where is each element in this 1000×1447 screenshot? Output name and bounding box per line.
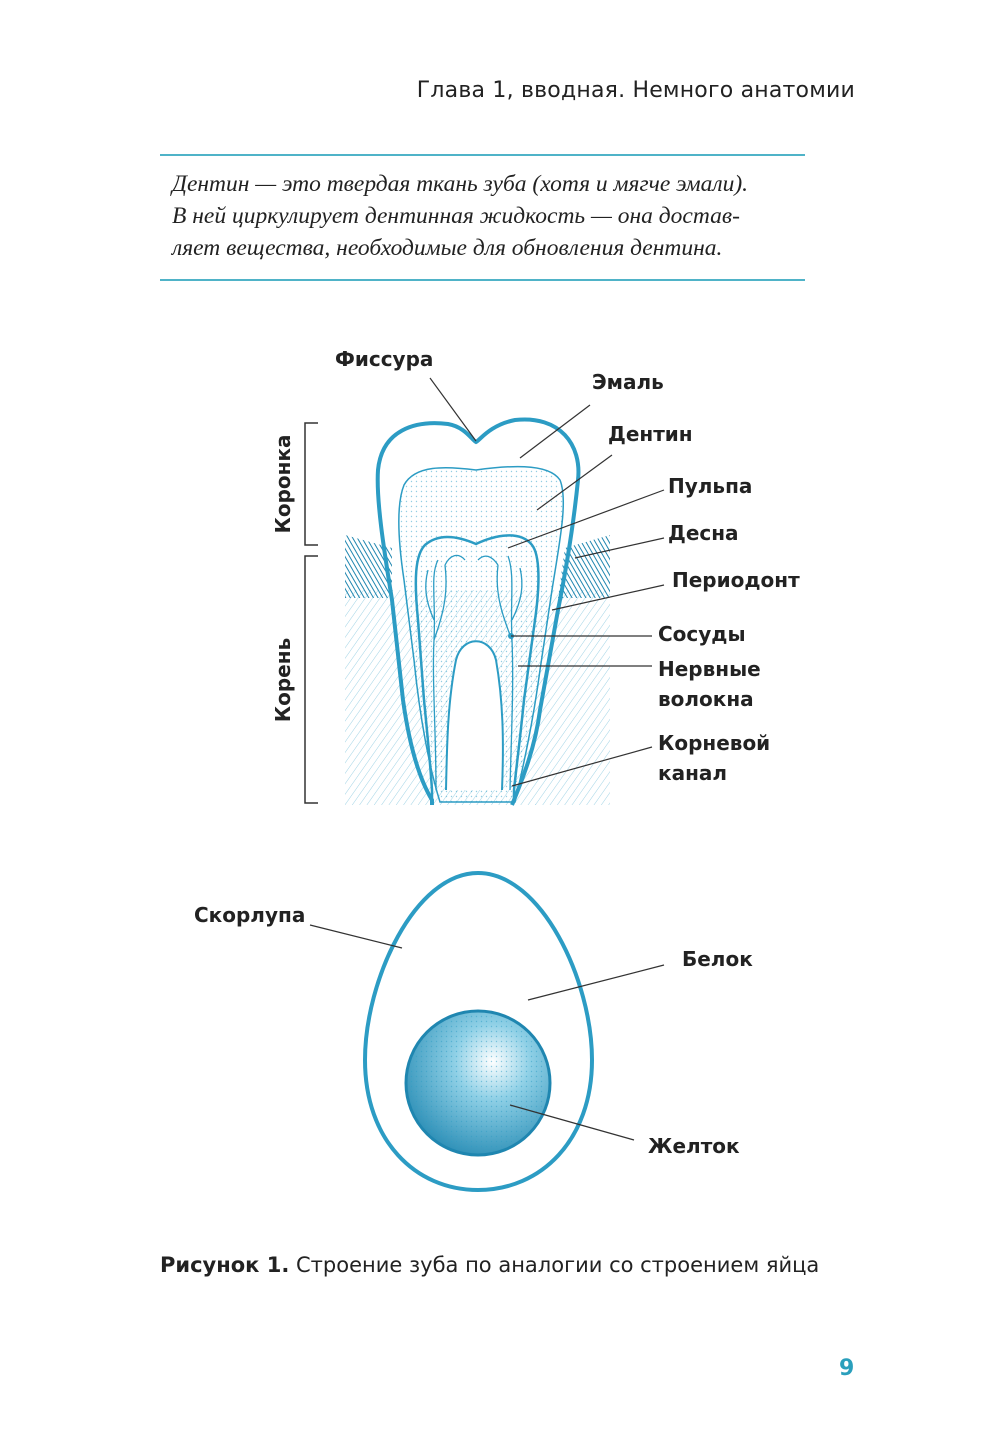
fissure-label: Фиссура <box>335 347 433 371</box>
running-header: Глава 1, вводная. Немного анатомии <box>416 78 855 103</box>
vessels-label: Сосуды <box>658 622 746 646</box>
callout-text: Дентин — это твердая ткань зуба (хотя и … <box>172 168 802 264</box>
tooth-illustration: Коронка Корень Фиссура Эмаль Дентин Пуль… <box>271 347 800 806</box>
tooth-leader-lines <box>429 377 665 787</box>
periodontium-label: Периодонт <box>672 568 800 592</box>
gum-right <box>558 535 610 598</box>
enamel-outline <box>375 417 581 806</box>
page-number: 9 <box>839 1356 855 1381</box>
nerves-label-line1: Нервные <box>658 657 761 681</box>
caption-label: Рисунок 1. <box>160 1253 290 1277</box>
callout-line-1: Дентин — это твердая ткань зуба (хотя и … <box>172 171 749 197</box>
egg-leader-lines <box>309 924 665 1141</box>
nerves-label-line2: волокна <box>658 687 754 711</box>
root-bracket <box>304 555 318 804</box>
crown-label: Коронка <box>271 434 295 533</box>
vessels <box>425 554 523 791</box>
callout-line-2: В ней циркулирует дентинная жидкость — о… <box>172 203 740 229</box>
root-inner-bone <box>445 640 504 791</box>
egg-illustration: Скорлупа Белок Желток <box>194 870 753 1193</box>
root-canal-label-line1: Корневой <box>658 731 770 755</box>
root-label: Корень <box>271 638 295 722</box>
callout-bottom-rule <box>160 279 805 281</box>
yolk-label: Желток <box>648 1134 740 1158</box>
gum-label: Десна <box>668 521 739 545</box>
pulp-label: Пульпа <box>668 474 752 498</box>
shell-label: Скорлупа <box>194 903 305 927</box>
pulp-outline <box>414 534 540 802</box>
callout-top-rule <box>160 154 805 156</box>
crown-bracket <box>304 422 318 546</box>
callout-line-3: ляет вещества, необходимые для обновлени… <box>172 235 723 261</box>
caption-text: Строение зуба по аналогии со строением я… <box>289 1253 820 1277</box>
root-canal-label-line2: канал <box>658 761 727 785</box>
figure-caption: Рисунок 1. Строение зуба по аналогии со … <box>160 1253 819 1277</box>
gum-left <box>345 535 392 598</box>
white-label: Белок <box>682 947 753 971</box>
dentin-label: Дентин <box>608 422 693 446</box>
yolk-texture <box>410 1015 546 1151</box>
enamel-label: Эмаль <box>592 370 664 394</box>
